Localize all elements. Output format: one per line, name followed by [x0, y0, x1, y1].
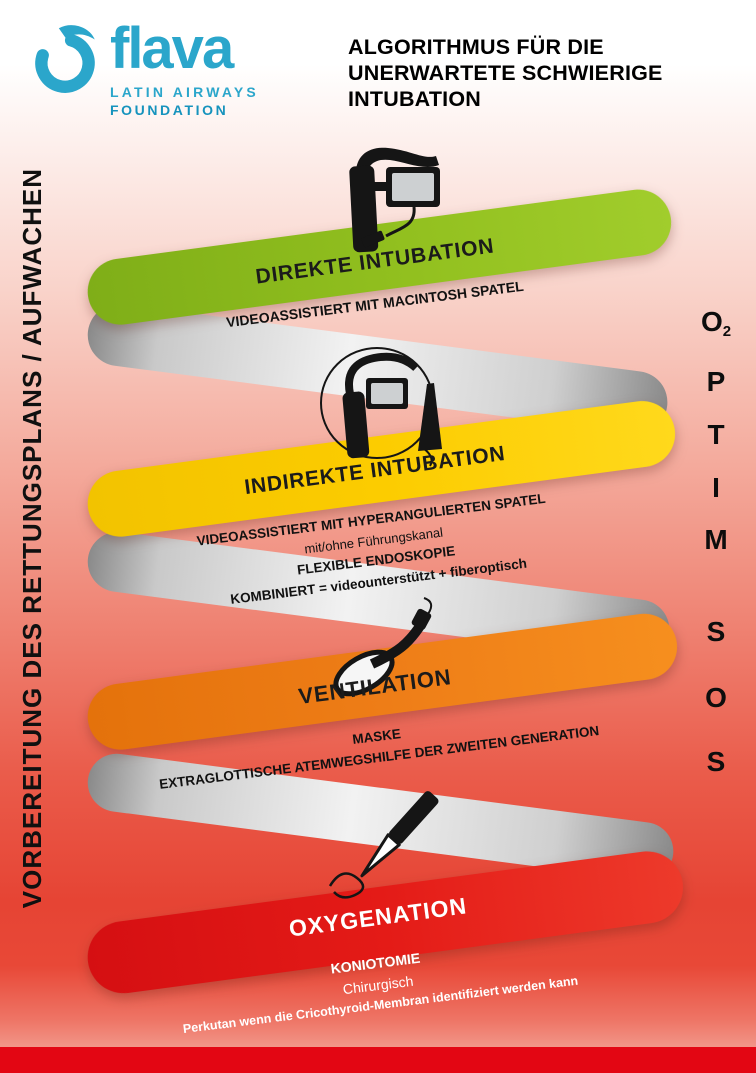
silver-ribbon-2 — [87, 531, 670, 660]
yellow-ribbon-indirekte-intubation — [87, 401, 676, 537]
red-ribbon-oxygenation — [87, 851, 684, 994]
logo: flava LATIN AIRWAYS FOUNDATION — [26, 20, 259, 118]
supraglottic-airway-icon — [333, 597, 433, 697]
flava-logo-icon — [35, 25, 95, 93]
right-rail-letter-t: T — [707, 419, 725, 450]
rescue-plan-vertical-label: VORBEREITUNG DES RETTUNGSPLANS / AUFWACH… — [6, 138, 58, 938]
green-ribbon-direkte-intubation — [87, 189, 672, 325]
right-rail-letter-i: I — [712, 472, 720, 503]
silver-ribbon-1 — [87, 303, 668, 434]
footer-bar — [0, 1047, 756, 1073]
logo-subtitle-foundation: FOUNDATION — [110, 102, 229, 118]
scalpel-icon — [328, 791, 439, 899]
logo-text: flava LATIN AIRWAYS FOUNDATION — [110, 16, 259, 119]
right-rail-o2-subscript: 2 — [722, 323, 732, 340]
hyperangulated-video-laryngoscope-icon — [320, 347, 442, 467]
right-rail-letter-p: P — [706, 366, 726, 397]
page-title-line-1: ALGORITHMUS FÜR DIE — [348, 35, 604, 59]
right-rail-letter-s1: S — [706, 616, 726, 647]
right-rail-letter-s2: S — [706, 746, 726, 777]
silver-connector-ribbons — [87, 303, 674, 881]
rescue-plan-vertical-label-text: VORBEREITUNG DES RETTUNGSPLANS / AUFWACH… — [16, 167, 47, 909]
page-title-line-2: UNERWARTETE SCHWIERIGE — [348, 61, 663, 86]
page-title-line-3: INTUBATION — [348, 87, 481, 112]
logo-wordmark: flava — [110, 16, 234, 81]
macintosh-video-laryngoscope-icon — [349, 147, 440, 253]
page-title: ALGORITHMUS FÜR DIE UNERWARTETE SCHWIERI… — [348, 34, 748, 113]
silver-ribbon-3 — [87, 753, 674, 881]
right-rail-letter-o: O — [700, 306, 723, 337]
right-rail-o2: O2 — [696, 306, 736, 340]
right-rail-letter-m: M — [704, 524, 728, 555]
logo-subtitle-latin-airways: LATIN AIRWAYS — [110, 84, 259, 100]
right-rail-letter-o2: O — [705, 682, 727, 713]
